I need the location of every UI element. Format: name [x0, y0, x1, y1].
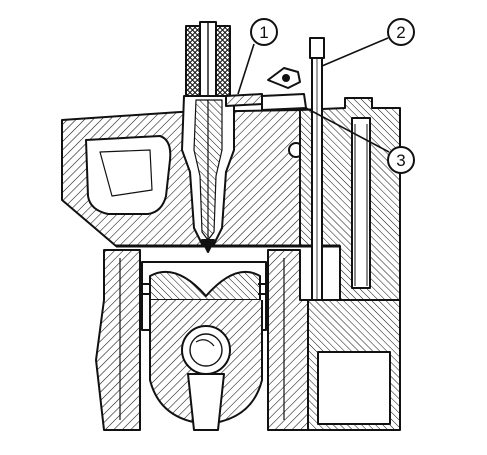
cylinder-head	[61, 97, 401, 301]
cylinder-block	[95, 249, 401, 431]
callout-1: 1	[237, 18, 278, 95]
callout-3-label: 3	[396, 151, 405, 170]
callout-3-leader	[305, 107, 390, 153]
callout-2-leader	[321, 37, 389, 67]
callout-3: 3	[305, 107, 415, 174]
callout-1-bubble	[250, 18, 278, 46]
fuel-injector	[181, 21, 263, 253]
callout-2: 2	[321, 18, 415, 67]
callout-2-bubble	[387, 18, 415, 46]
callout-1-leader	[237, 43, 255, 95]
callout-3-bubble	[387, 146, 415, 174]
callout-1-label: 1	[259, 23, 268, 42]
callout-2-label: 2	[396, 23, 405, 42]
